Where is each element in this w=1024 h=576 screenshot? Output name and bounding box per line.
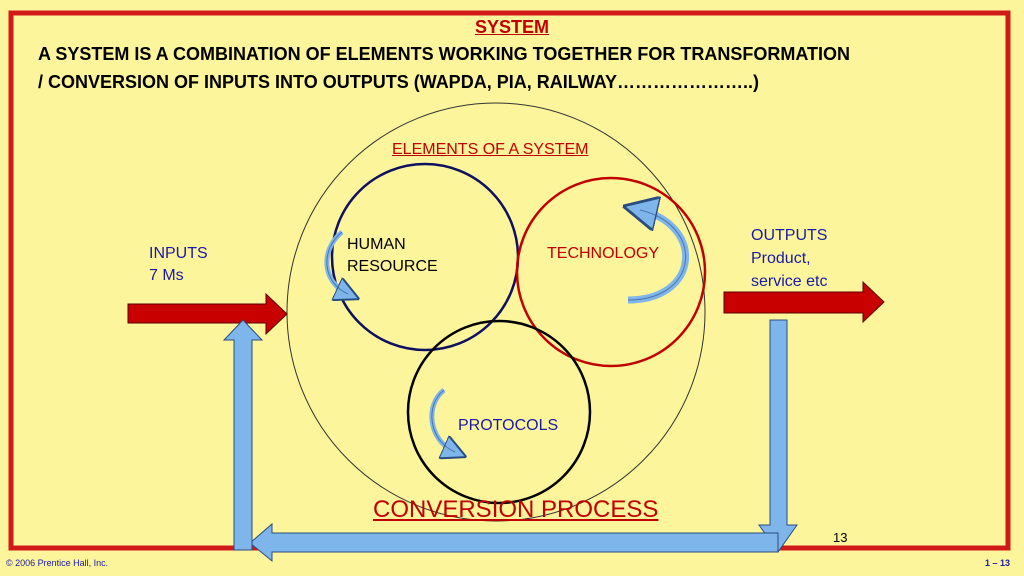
conversion-process-label: CONVERSION PROCESS [373,496,659,523]
input-arrow [127,292,288,336]
system-boundary-circle [286,102,706,522]
human-resource-line2: RESOURCE [347,258,438,275]
protocols-curved-arrow-outline [431,389,456,453]
outputs-detail-2: service etc [751,273,828,290]
footer-slide-ref: 1 – 13 [984,558,1010,568]
outputs-detail-1: Product, [751,250,811,267]
inputs-title: INPUTS [149,245,208,262]
feedback-left-arrow [249,522,779,563]
footer-copyright: © 2006 Prentice Hall, Inc. [6,558,109,568]
human-resource-line1: HUMAN [347,236,406,253]
technology-curved-arrow-outline [627,209,687,301]
protocols-circle [406,319,592,505]
page-number: 13 [833,530,848,545]
human-curved-arrow [324,230,348,294]
system-definition: A SYSTEM IS A COMBINATION OF ELEMENTS WO… [38,40,1008,96]
inputs-label: INPUTS 7 Ms [149,243,208,287]
inputs-detail: 7 Ms [149,267,184,284]
protocols-curved-arrow [429,388,455,452]
system-definition-line1: A SYSTEM IS A COMBINATION OF ELEMENTS WO… [38,44,850,64]
technology-label: TECHNOLOGY [547,245,660,262]
outputs-label: OUTPUTS Product, service etc [751,224,827,293]
system-definition-line2: / CONVERSION OF INPUTS INTO OUTPUTS (WAP… [38,72,760,92]
feedback-up-arrow [222,319,264,551]
output-arrow [723,280,885,324]
technology-circle [515,176,707,368]
human-resource-label: HUMAN RESOURCE [347,234,438,278]
human-curved-arrow-outline [326,231,349,295]
elements-of-system-label: ELEMENTS OF A SYSTEM [392,141,589,158]
slide-title: SYSTEM [474,17,549,37]
protocols-label: PROTOCOLS [458,417,559,434]
feedback-down-arrow [758,319,798,553]
outputs-title: OUTPUTS [751,227,828,244]
